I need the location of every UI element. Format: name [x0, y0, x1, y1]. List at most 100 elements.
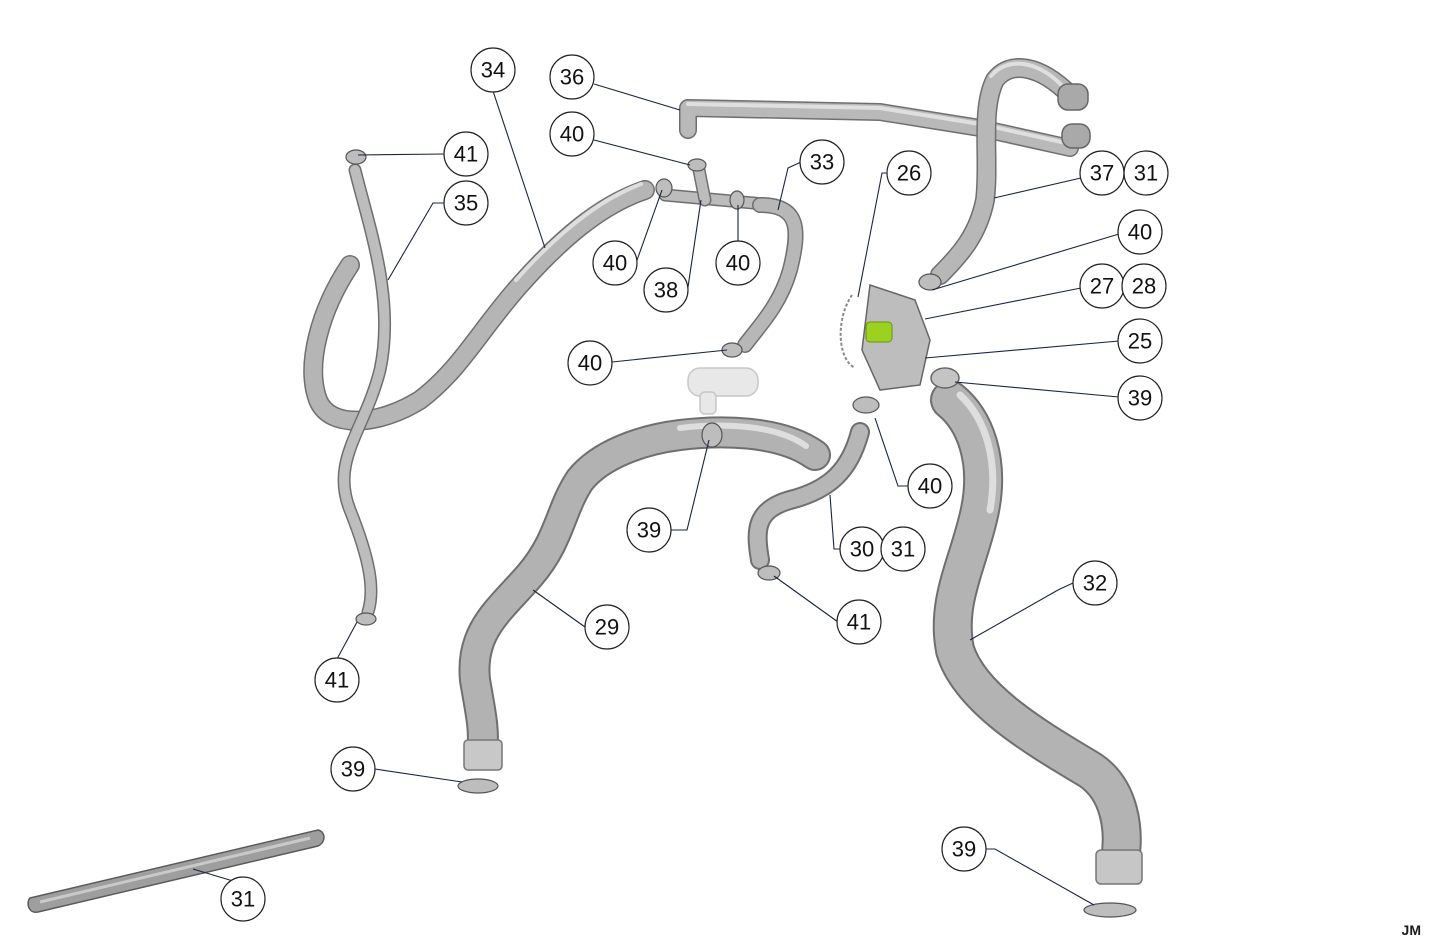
callout-41: 41 [443, 131, 489, 177]
callout-41: 41 [836, 599, 882, 645]
leader-line [336, 621, 358, 660]
hose-part-34 [303, 180, 655, 431]
callout-39: 39 [330, 746, 376, 792]
callout-37: 37 [1079, 150, 1125, 196]
hose-part-30 [747, 422, 870, 570]
callout-40: 40 [549, 111, 595, 157]
callout-39: 39 [626, 507, 672, 553]
thermostat-housing-part-25 [839, 283, 960, 391]
callout-31: 31 [880, 526, 926, 572]
svg-text:26: 26 [897, 161, 921, 186]
svg-text:40: 40 [1128, 220, 1152, 245]
leader-line [773, 575, 839, 623]
svg-text:31: 31 [231, 887, 255, 912]
svg-text:40: 40 [726, 251, 750, 276]
svg-text:41: 41 [847, 610, 871, 635]
clamp [918, 273, 942, 291]
svg-text:31: 31 [1134, 161, 1158, 186]
svg-text:39: 39 [1128, 386, 1152, 411]
hose-part-37 [930, 58, 1091, 285]
svg-text:32: 32 [1083, 571, 1107, 596]
svg-text:41: 41 [325, 668, 349, 693]
callout-40: 40 [567, 340, 613, 386]
svg-text:41: 41 [454, 142, 478, 167]
callout-39: 39 [1117, 375, 1163, 421]
leader-line [687, 199, 702, 288]
svg-text:37: 37 [1090, 161, 1114, 186]
callouts: 34 36 40 41 35 33 26 37 31 40 38 40 40 2… [220, 47, 1169, 922]
callout-39: 39 [941, 826, 987, 872]
clamp [355, 612, 377, 626]
callout-32: 32 [1072, 560, 1118, 606]
leader-line [874, 417, 909, 487]
svg-text:39: 39 [952, 837, 976, 862]
callout-25: 25 [1117, 318, 1163, 364]
clamp [655, 178, 673, 198]
svg-text:27: 27 [1090, 274, 1114, 299]
leader-line [192, 868, 234, 882]
trim-strip-part-31 [27, 829, 325, 913]
svg-text:28: 28 [1132, 274, 1156, 299]
callout-26: 26 [886, 150, 932, 196]
hose-parts [27, 58, 1143, 918]
svg-text:40: 40 [560, 122, 584, 147]
svg-text:29: 29 [595, 615, 619, 640]
callout-38: 38 [643, 267, 689, 313]
svg-text:25: 25 [1128, 329, 1152, 354]
svg-text:40: 40 [603, 251, 627, 276]
leader-line [635, 189, 663, 264]
callout-31: 31 [1123, 150, 1169, 196]
leader-line [993, 177, 1082, 199]
leader-line [374, 768, 463, 783]
svg-text:39: 39 [341, 757, 365, 782]
svg-text:35: 35 [454, 191, 478, 216]
callout-34: 34 [470, 47, 516, 93]
clamp [701, 422, 723, 448]
clamp [1083, 902, 1137, 918]
svg-text:36: 36 [560, 65, 584, 90]
svg-text:40: 40 [918, 474, 942, 499]
leader-line [492, 90, 546, 249]
callout-40: 40 [907, 463, 953, 509]
svg-text:34: 34 [481, 58, 505, 83]
hose-part-33 [737, 197, 804, 353]
leader-line [924, 340, 1120, 359]
clamp [852, 396, 880, 414]
leader-line [532, 589, 586, 628]
leader-lines [192, 83, 1120, 906]
callout-29: 29 [584, 604, 630, 650]
clamp [687, 158, 707, 172]
leader-line [357, 153, 446, 156]
ghost-connector [687, 367, 759, 415]
clamp [457, 778, 499, 794]
callout-33: 33 [799, 139, 845, 185]
callout-35: 35 [443, 180, 489, 226]
callout-41: 41 [314, 657, 360, 703]
leader-line [931, 233, 1120, 291]
hose-part-29 [458, 416, 831, 771]
callout-30: 30 [839, 526, 885, 572]
svg-text:33: 33 [810, 150, 834, 175]
callout-40: 40 [1117, 209, 1163, 255]
callout-40: 40 [715, 240, 761, 286]
leader-line [954, 381, 1120, 398]
callout-27: 27 [1079, 263, 1125, 309]
clamp [345, 149, 367, 165]
svg-text:30: 30 [850, 537, 874, 562]
leader-line [611, 349, 728, 363]
leader-line [671, 439, 710, 531]
leader-line [777, 161, 802, 211]
leader-line [593, 83, 681, 111]
callout-28: 28 [1121, 263, 1167, 309]
hose-part-32 [930, 380, 1143, 885]
hose-part-36 [679, 99, 1079, 157]
hose-clamps [345, 149, 1137, 918]
watermark: JM [1401, 922, 1421, 938]
leader-line [924, 287, 1082, 320]
callout-36: 36 [549, 54, 595, 100]
leader-line [857, 172, 888, 298]
leader-line [986, 848, 1095, 906]
svg-text:38: 38 [654, 278, 678, 303]
leader-line [387, 202, 445, 281]
